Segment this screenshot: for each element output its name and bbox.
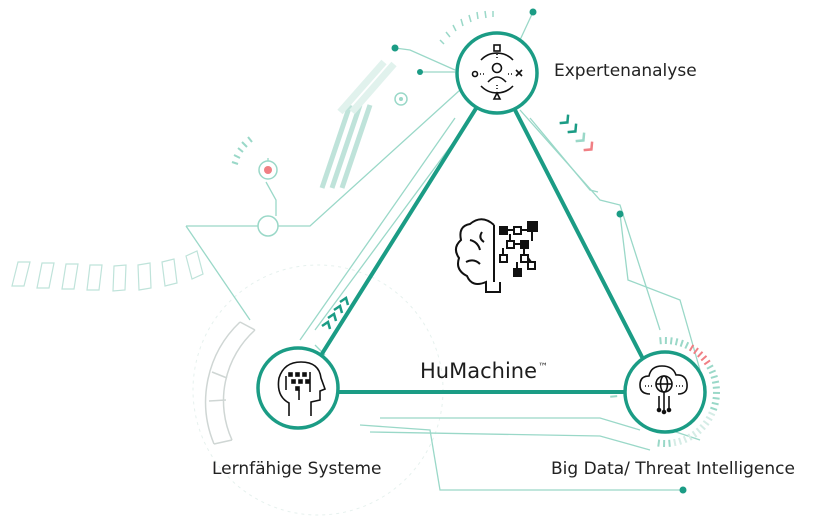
tick-mark [660,337,661,344]
node-label-expertenanalyse: Expertenanalyse [554,61,697,81]
brain-circuit-icon [456,219,537,292]
tick-mark [696,428,701,433]
tick-mark [698,352,703,357]
tick-mark [712,403,719,405]
tick-mark [684,436,687,442]
tick-mark [690,345,694,351]
tick-mark [712,382,719,383]
tick-mark [674,439,675,446]
tick-mark [669,440,670,447]
tick-mark [671,337,672,344]
tick-mark [707,365,713,368]
node-label-big-data: Big Data/ Threat Intelligence [551,459,795,479]
center-title-text: HuMachine [420,359,537,383]
tick-mark [710,408,717,410]
chevrons-top-right [560,115,596,154]
decor-left-arc [206,322,255,444]
tick-mark [693,431,697,437]
tick-mark [713,398,720,399]
tick-mark [713,387,720,388]
trademark-mark: ™ [538,362,548,373]
tick-mark [658,440,659,447]
tick-mark [709,371,715,374]
tick-mark [704,360,710,364]
tick-mark [711,376,718,378]
decor-hatch-faint [340,62,394,112]
center-title: HuMachine™ [420,359,548,383]
tick-mark [703,421,709,425]
tick-mark [685,342,688,348]
pink-dot [264,166,272,174]
tick-mark [700,425,705,430]
tick-mark [701,356,706,361]
tick-mark [681,340,683,347]
circuit-lines [186,12,700,490]
decor-parallelograms [12,251,203,291]
tick-mark [679,438,681,445]
decor-hatch [322,105,370,188]
tick-mark [706,417,712,421]
small-ring [258,216,278,236]
tick-mark [709,412,715,415]
tick-mark [676,338,678,345]
tick-mark [610,396,617,397]
decor-tick-arc-upper [232,137,252,164]
node-label-lernfaehige-systeme: Lernfähige Systeme [212,459,382,479]
